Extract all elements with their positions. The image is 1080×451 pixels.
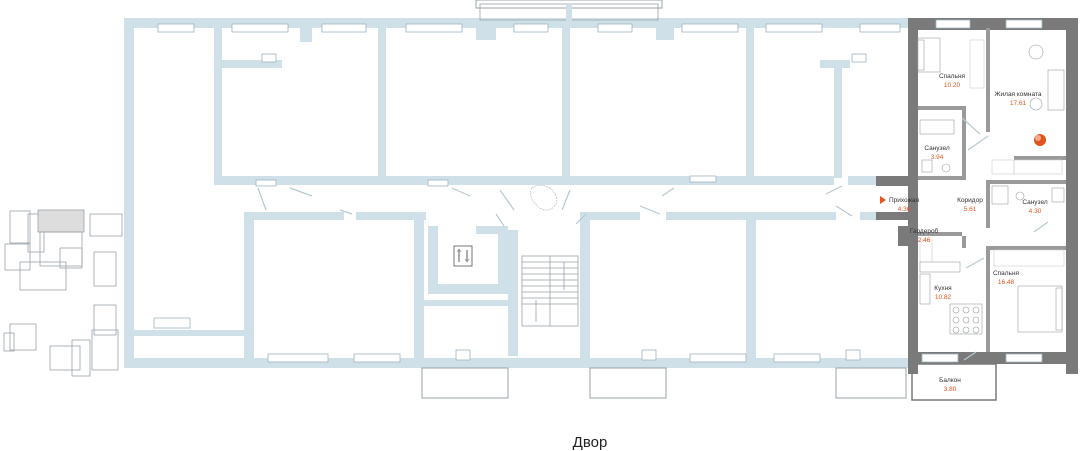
room-area-hall: 4.36: [898, 206, 911, 213]
room-area-kitchen: 10.82: [935, 294, 952, 301]
room-name-kitchen: Кухня: [934, 285, 952, 292]
site-minimap: [3, 209, 123, 377]
stairwell: [521, 255, 579, 327]
room-area-balcony: 3.80: [944, 386, 957, 393]
room-area-living: 17.61: [1010, 100, 1027, 107]
room-area-bath2: 4.30: [1029, 208, 1042, 215]
room-area-bedroom1: 10.20: [944, 82, 961, 89]
apartment-highlighted[interactable]: [876, 18, 1078, 401]
current-building-highlight: [37, 209, 85, 233]
wall-segment: [898, 226, 910, 246]
room-name-bath1: Санузел: [924, 145, 950, 152]
room-area-wardrobe: 2.46: [918, 237, 931, 244]
room-name-wardrobe: Гардероб: [910, 227, 939, 235]
room-name-balcony: Балкон: [939, 377, 961, 384]
room-name-hall: Прихожая: [889, 197, 920, 204]
room-name-bath2: Санузел: [1022, 199, 1048, 206]
elevator: [453, 245, 473, 267]
entrance-marker-icon: [880, 196, 886, 204]
room-name-bedroom1: Спальня: [939, 73, 966, 80]
room-area-bedroom2: 16.48: [998, 279, 1015, 286]
windows: [153, 23, 901, 363]
trash-chute-symbol: [530, 184, 558, 211]
building-walls: [124, 0, 912, 399]
yard-label: Двор: [573, 434, 608, 451]
door-swings: [257, 185, 853, 227]
room-area-bath1: 3.94: [931, 154, 944, 161]
room-name-corridor: Коридор: [957, 197, 983, 204]
room-labels: Спальня 10.20 Жилая комната 17.61 Санузе…: [889, 73, 1048, 393]
room-name-bedroom2: Спальня: [993, 270, 1020, 277]
room-name-living: Жилая комната: [995, 91, 1042, 98]
room-area-corridor: 5.61: [964, 206, 977, 213]
